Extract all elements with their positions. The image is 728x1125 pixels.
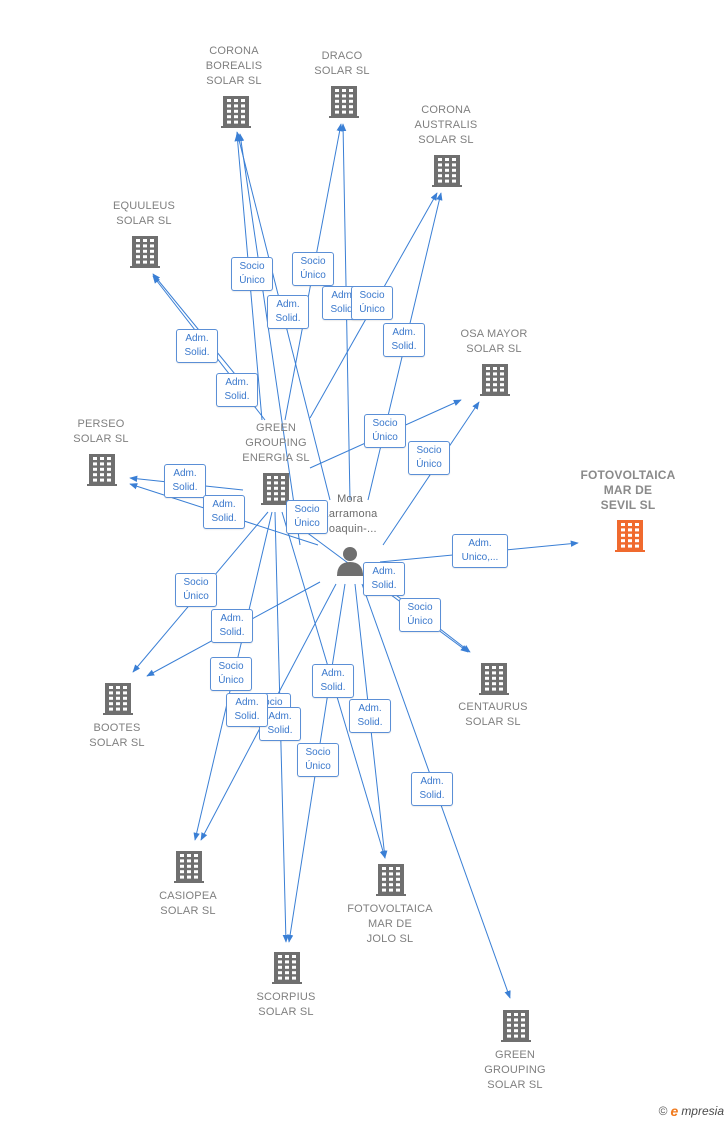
edge-role-badge[interactable]: Socio Único	[286, 500, 328, 534]
edge-role-badge[interactable]: Adm. Solid.	[363, 562, 405, 596]
edge-role-badge[interactable]: Socio Único	[351, 286, 393, 320]
node-label-casiopea[interactable]: CASIOPEA SOLAR SL	[159, 890, 217, 917]
node-label-osa-mayor[interactable]: OSA MAYOR SOLAR SL	[460, 328, 528, 355]
building-icon[interactable]	[480, 364, 510, 396]
building-icon[interactable]	[432, 155, 462, 187]
building-icon[interactable]	[479, 663, 509, 695]
edge-line	[237, 133, 301, 546]
building-icon[interactable]	[261, 473, 291, 505]
building-icon[interactable]	[615, 520, 645, 552]
edge-role-badge[interactable]: Adm. Solid.	[267, 295, 309, 329]
building-icon[interactable]	[376, 864, 406, 896]
edge-role-badge[interactable]: Adm. Solid.	[383, 323, 425, 357]
edge-role-badge[interactable]: Adm. Unico,...	[452, 534, 508, 568]
building-icon[interactable]	[103, 683, 133, 715]
edge-role-badge[interactable]: Adm. Solid.	[216, 373, 258, 407]
person-icon[interactable]	[337, 547, 363, 576]
edge-role-badge[interactable]: Socio Único	[399, 598, 441, 632]
empresia-logo-text: mpresia	[681, 1104, 724, 1118]
empresia-logo-initial: e	[670, 1103, 679, 1119]
node-label-mora[interactable]: Mora Larramona Joaquin-...	[322, 493, 378, 535]
edge-role-badge[interactable]: Adm. Solid.	[349, 699, 391, 733]
edge-role-badge[interactable]: Socio Único	[210, 657, 252, 691]
icons-layer	[87, 86, 645, 1042]
edge-role-badge[interactable]: Socio Único	[364, 414, 406, 448]
copyright-symbol: ©	[658, 1104, 668, 1118]
building-icon[interactable]	[329, 86, 359, 118]
edge-role-badge[interactable]: Adm. Solid.	[226, 693, 268, 727]
node-label-perseo[interactable]: PERSEO SOLAR SL	[73, 418, 129, 445]
edge-role-badge[interactable]: Adm. Solid.	[411, 772, 453, 806]
building-icon[interactable]	[221, 96, 251, 128]
building-icon[interactable]	[130, 236, 160, 268]
node-label-green-grouping-solar[interactable]: GREEN GROUPING SOLAR SL	[484, 1049, 546, 1091]
edge-role-badge[interactable]: Adm. Solid.	[312, 664, 354, 698]
node-label-fotovoltaica-jolo[interactable]: FOTOVOLTAICA MAR DE JOLO SL	[347, 903, 433, 945]
node-label-equuleus[interactable]: EQUULEUS SOLAR SL	[112, 200, 176, 227]
edge-role-badge[interactable]: Socio Único	[231, 257, 273, 291]
node-label-corona-borealis[interactable]: CORONA BOREALIS SOLAR SL	[205, 45, 263, 87]
building-icon[interactable]	[87, 454, 117, 486]
node-label-draco[interactable]: DRACO SOLAR SL	[314, 50, 370, 77]
node-label-bootes[interactable]: BOOTES SOLAR SL	[89, 722, 145, 749]
edge-role-badge[interactable]: Adm. Solid.	[203, 495, 245, 529]
edge-role-badge[interactable]: Socio Único	[175, 573, 217, 607]
node-label-centaurus[interactable]: CENTAURUS SOLAR SL	[458, 701, 528, 728]
node-label-fotovoltaica-sevil[interactable]: FOTOVOLTAICA MAR DE SEVIL SL	[580, 468, 676, 512]
edge-role-badge[interactable]: Adm. Solid.	[211, 609, 253, 643]
edge-role-badge[interactable]: Adm. Solid.	[164, 464, 206, 498]
building-icon[interactable]	[501, 1010, 531, 1042]
building-icon[interactable]	[174, 851, 204, 883]
edge-role-badge[interactable]: Socio Único	[297, 743, 339, 777]
edge-role-badge[interactable]: Adm. Solid.	[176, 329, 218, 363]
node-label-corona-australis[interactable]: CORONA AUSTRALIS SOLAR SL	[414, 104, 478, 146]
node-label-green-grouping-energia[interactable]: GREEN GROUPING ENERGIA SL	[242, 422, 310, 464]
edge-role-badge[interactable]: Socio Único	[408, 441, 450, 475]
edge-role-badge[interactable]: Socio Único	[292, 252, 334, 286]
building-icon[interactable]	[272, 952, 302, 984]
node-label-scorpius[interactable]: SCORPIUS SOLAR SL	[256, 991, 316, 1018]
